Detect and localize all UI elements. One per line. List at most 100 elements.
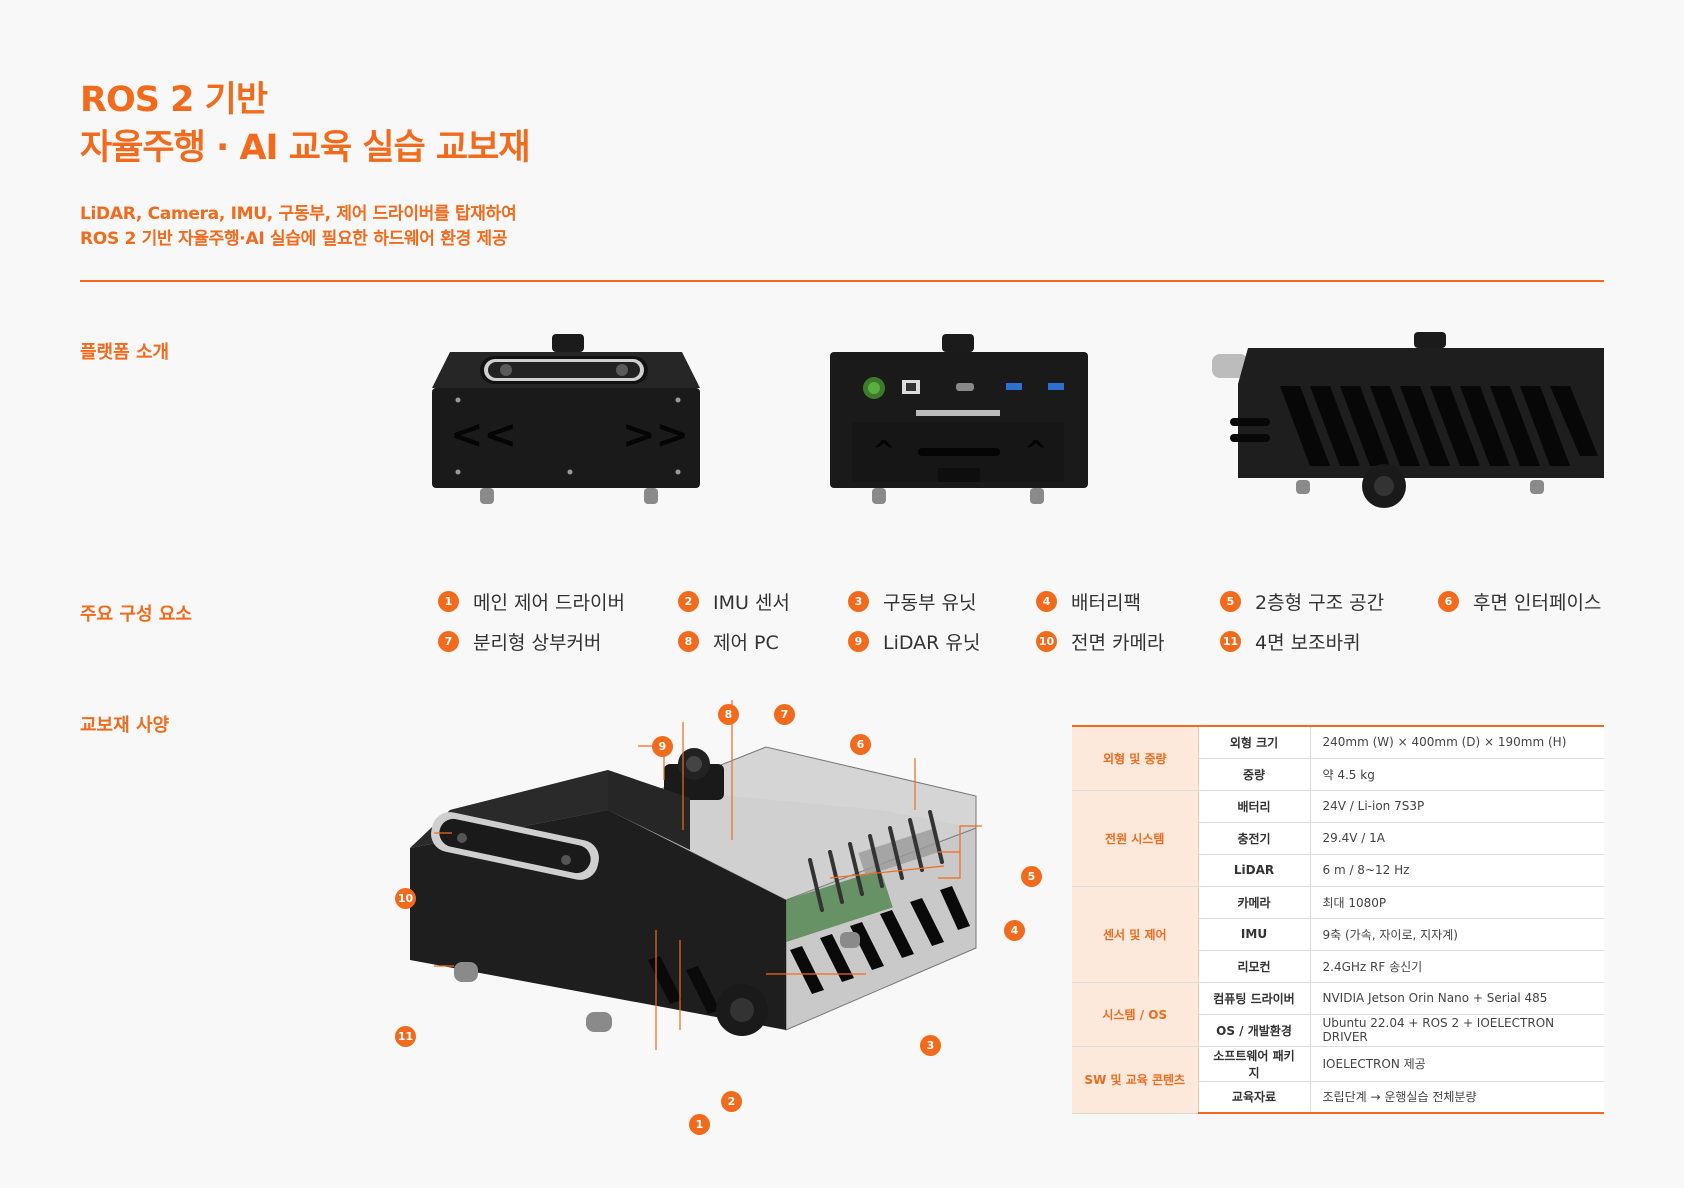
callout-2: 2 (721, 1091, 742, 1112)
spec-key: 충전기 (1198, 822, 1311, 855)
callout-7: 7 (774, 704, 795, 725)
spec-key: 외형 크기 (1198, 725, 1311, 759)
spec-value: 약 4.5 kg (1310, 758, 1604, 791)
number-badge: 5 (1220, 591, 1241, 612)
component-label: 제어 PC (713, 632, 779, 654)
callout-1: 1 (689, 1114, 710, 1135)
svg-text:<<: << (450, 412, 517, 458)
table-row: 외형 및 중량 외형 크기 240mm (W) × 400mm (D) × 19… (1072, 725, 1604, 791)
number-badge: 9 (848, 631, 869, 652)
callout-9: 9 (652, 736, 673, 757)
svg-text:>>: >> (622, 412, 689, 458)
number-badge: 1 (438, 591, 459, 612)
title-line-1: ROS 2 기반 (80, 80, 268, 120)
spec-key: OS / 개발환경 (1198, 1014, 1311, 1047)
component-label: 전면 카메라 (1071, 632, 1165, 654)
component-label: 후면 인터페이스 (1473, 592, 1602, 614)
spec-category: 전원 시스템 (1072, 790, 1199, 887)
table-row: 전원 시스템 배터리 24V / Li-ion 7S3P (1072, 790, 1604, 887)
title-line-2: 자율주행 · AI 교육 실습 교보재 (80, 128, 531, 168)
component-item: 10 전면 카메라 (1036, 628, 1164, 655)
robot-front-view-image: << >> (432, 334, 700, 504)
component-item: 1 메인 제어 드라이버 (438, 588, 625, 615)
section-label-components: 주요 구성 요소 (80, 604, 192, 625)
svg-text:^: ^ (872, 434, 895, 467)
component-item: 8 제어 PC (678, 628, 779, 655)
number-badge: 11 (1220, 631, 1241, 652)
svg-text:^: ^ (1024, 434, 1047, 467)
component-label: 2층형 구조 공간 (1255, 592, 1385, 614)
spec-value: 29.4V / 1A (1310, 822, 1604, 855)
number-badge: 6 (1438, 591, 1459, 612)
spec-key: 리모컨 (1198, 950, 1311, 983)
number-badge: 7 (438, 631, 459, 652)
spec-value: 6 m / 8~12 Hz (1310, 854, 1604, 887)
spec-value: Ubuntu 22.04 + ROS 2 + IOELECTRON DRIVER (1310, 1014, 1604, 1047)
spec-key: 컴퓨팅 드라이버 (1198, 982, 1311, 1015)
subtitle-line-2: ROS 2 기반 자율주행·AI 실습에 필요한 하드웨어 환경 제공 (80, 229, 508, 249)
spec-value: 조립단계 → 운행실습 전체분량 (1310, 1081, 1604, 1114)
spec-key: LiDAR (1198, 854, 1311, 887)
table-row: OS / 개발환경 Ubuntu 22.04 + ROS 2 + IOELECT… (1072, 1014, 1604, 1047)
section-label-platform: 플랫폼 소개 (80, 342, 170, 363)
spec-value: IOELECTRON 제공 (1310, 1046, 1604, 1082)
number-badge: 4 (1036, 591, 1057, 612)
component-item: 11 4면 보조바퀴 (1220, 628, 1361, 655)
table-row: SW 및 교육 콘텐츠 소프트웨어 패키지 IOELECTRON 제공 (1072, 1046, 1604, 1114)
number-badge: 2 (678, 591, 699, 612)
component-item: 5 2층형 구조 공간 (1220, 588, 1384, 615)
number-badge: 8 (678, 631, 699, 652)
spec-table: 외형 및 중량 외형 크기 240mm (W) × 400mm (D) × 19… (1072, 725, 1604, 1114)
spec-value: 9축 (가속, 자이로, 지자계) (1310, 918, 1604, 951)
subtitle-line-1: LiDAR, Camera, IMU, 구동부, 제어 드라이버를 탑재하여 (80, 204, 517, 224)
robot-diagram-image (410, 700, 982, 1050)
number-badge: 10 (1036, 631, 1057, 652)
table-row: 센서 및 제어 카메라 최대 1080P (1072, 886, 1604, 983)
callout-8: 8 (718, 704, 739, 725)
spec-key: IMU (1198, 918, 1311, 951)
spec-value: 최대 1080P (1310, 886, 1604, 919)
spec-key: 중량 (1198, 758, 1311, 791)
callout-3: 3 (920, 1035, 941, 1056)
component-label: 4면 보조바퀴 (1255, 632, 1361, 654)
spec-category: 외형 및 중량 (1072, 725, 1199, 791)
component-label: 배터리팩 (1071, 592, 1141, 614)
spec-category: SW 및 교육 콘텐츠 (1072, 1046, 1199, 1114)
table-row: 리모컨 2.4GHz RF 송신기 (1072, 950, 1604, 983)
section-label-specs: 교보재 사양 (80, 715, 170, 736)
component-label: IMU 센서 (713, 592, 790, 614)
callout-4: 4 (1004, 920, 1025, 941)
component-item: 6 후면 인터페이스 (1438, 588, 1601, 615)
spec-key: 배터리 (1198, 790, 1311, 823)
header-divider (80, 280, 1604, 282)
component-label: 메인 제어 드라이버 (473, 592, 625, 614)
spec-value: NVIDIA Jetson Orin Nano + Serial 485 (1310, 982, 1604, 1015)
component-item: 2 IMU 센서 (678, 588, 790, 615)
page-subtitle: LiDAR, Camera, IMU, 구동부, 제어 드라이버를 탑재하여 R… (80, 202, 517, 252)
robot-rear-view-image: ^ ^ (830, 334, 1088, 504)
page-title: ROS 2 기반 자율주행 · AI 교육 실습 교보재 (80, 76, 531, 172)
table-row: LiDAR 6 m / 8~12 Hz (1072, 854, 1604, 887)
callout-6: 6 (850, 734, 871, 755)
table-row: 시스템 / OS 컴퓨팅 드라이버 NVIDIA Jetson Orin Nan… (1072, 982, 1604, 1047)
component-item: 9 LiDAR 유닛 (848, 628, 980, 655)
component-label: LiDAR 유닛 (883, 632, 981, 654)
component-item: 4 배터리팩 (1036, 588, 1141, 615)
number-badge: 3 (848, 591, 869, 612)
robot-side-view-image (1212, 332, 1604, 508)
spec-category: 센서 및 제어 (1072, 886, 1199, 983)
spec-category: 시스템 / OS (1072, 982, 1199, 1047)
table-row: 중량 약 4.5 kg (1072, 758, 1604, 791)
callout-11: 11 (395, 1026, 416, 1047)
table-row: 교육자료 조립단계 → 운행실습 전체분량 (1072, 1081, 1604, 1114)
component-label: 구동부 유닛 (883, 592, 977, 614)
component-item: 3 구동부 유닛 (848, 588, 976, 615)
spec-key: 카메라 (1198, 886, 1311, 919)
table-row: IMU 9축 (가속, 자이로, 지자계) (1072, 918, 1604, 951)
table-row: 충전기 29.4V / 1A (1072, 822, 1604, 855)
spec-value: 240mm (W) × 400mm (D) × 190mm (H) (1310, 725, 1604, 759)
spec-key: 교육자료 (1198, 1081, 1311, 1114)
callout-10: 10 (395, 888, 416, 909)
spec-value: 2.4GHz RF 송신기 (1310, 950, 1604, 983)
